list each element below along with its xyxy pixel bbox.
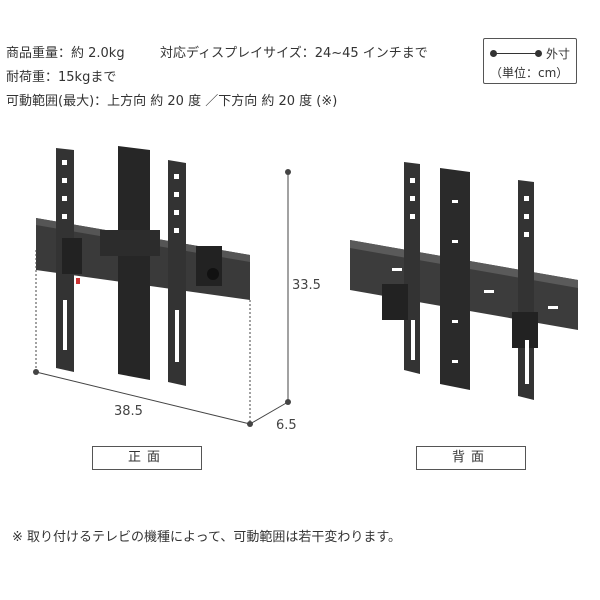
dimension-lines — [35, 172, 289, 425]
spec-weight: 商品重量：約 2.0kg — [6, 46, 125, 61]
footnote: ※ 取り付けるテレビの機種によって、可動範囲は若干変わります。 — [12, 530, 402, 545]
spec-tilt: 可動範囲(最大)：上方向 約 20 度 ／下方向 約 20 度 (※) — [6, 94, 338, 109]
dimension-depth: 6.5 — [276, 418, 297, 433]
dimension-legend: 外寸 （単位：cm） — [483, 38, 577, 84]
front-view-mount — [36, 146, 250, 386]
legend-label: 外寸 — [546, 47, 571, 61]
legend-line-icon — [494, 53, 538, 54]
legend-dot-left-icon — [490, 50, 497, 57]
dimension-width: 38.5 — [114, 404, 143, 419]
spec-tv-size: 対応ディスプレイサイズ：24~45 インチまで — [160, 46, 428, 61]
caption-front: 正面 — [92, 446, 202, 470]
legend-dot-right-icon — [535, 50, 542, 57]
caption-back: 背面 — [416, 446, 526, 470]
back-view-mount — [350, 162, 578, 400]
spec-load: 耐荷重：15kgまで — [6, 70, 117, 85]
dimension-height: 33.5 — [292, 278, 321, 293]
legend-unit: （単位：cm） — [490, 66, 569, 80]
